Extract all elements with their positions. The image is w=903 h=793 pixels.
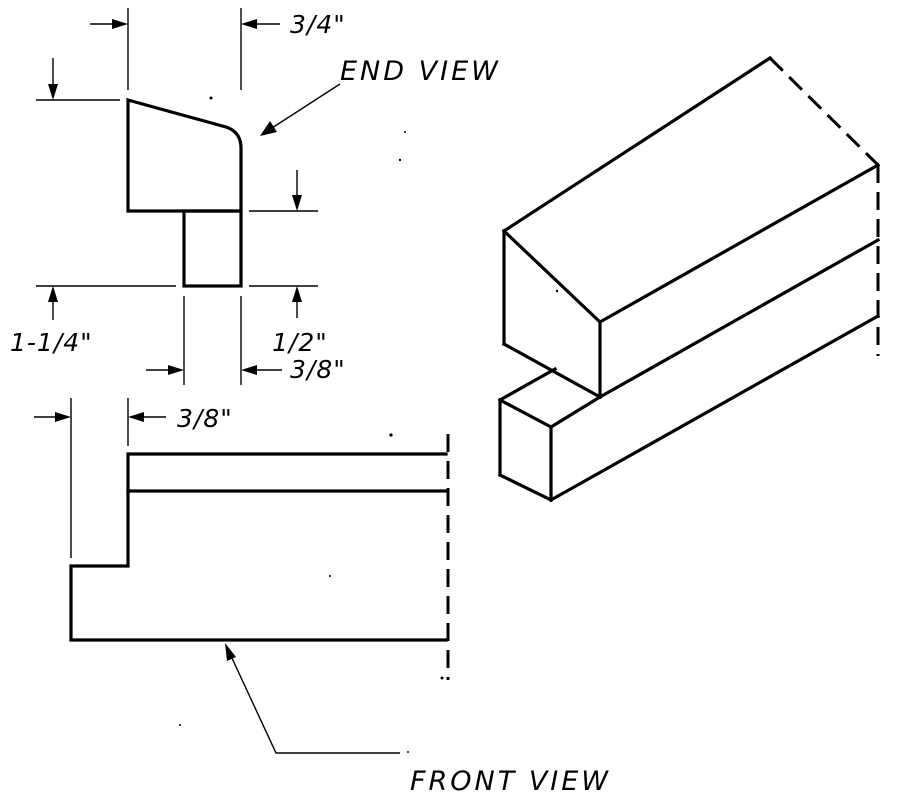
iso-edge (597, 162, 881, 325)
dim-offset: 3/8" (177, 404, 233, 433)
iso-edge (548, 313, 881, 503)
end-view-tongue (182, 209, 243, 288)
arrowhead (225, 643, 236, 661)
end-view: 3/4" 1-1/4" 1/2" 3/8" END VIEW (10, 8, 501, 385)
arrowhead (260, 121, 277, 136)
front-view-leader (230, 655, 400, 754)
iso-edge (548, 394, 603, 430)
iso-edge (497, 397, 554, 430)
arrowhead (128, 412, 144, 422)
dim-tongue-width: 3/8" (290, 355, 346, 384)
iso-break-line (768, 56, 880, 167)
arrowhead (112, 19, 128, 29)
arrowhead (241, 365, 257, 375)
arrowhead (168, 365, 184, 375)
iso-edge (497, 472, 554, 503)
iso-edge (497, 366, 558, 403)
arrowhead (48, 84, 58, 100)
iso-edge (501, 55, 773, 234)
arrowhead (241, 19, 257, 29)
arrowhead (292, 195, 302, 211)
arrowhead (48, 286, 58, 302)
arrowhead (292, 286, 302, 302)
end-view-upper-profile (126, 97, 243, 213)
front-view-label: FRONT VIEW (410, 766, 611, 793)
isometric-view (497, 55, 881, 503)
end-view-label: END VIEW (340, 56, 501, 87)
dim-total-height: 1-1/4" (10, 328, 93, 357)
dim-tongue-height: 1/2" (272, 328, 328, 357)
iso-edge (597, 237, 881, 400)
front-view-outline (69, 452, 448, 642)
dim-top-width: 3/4" (290, 10, 346, 39)
front-view: 3/8" FRONT VIEW (34, 398, 611, 793)
end-view-leader (271, 83, 341, 129)
iso-edge (501, 228, 603, 325)
arrowhead (55, 412, 71, 422)
scan-noise (179, 96, 706, 753)
